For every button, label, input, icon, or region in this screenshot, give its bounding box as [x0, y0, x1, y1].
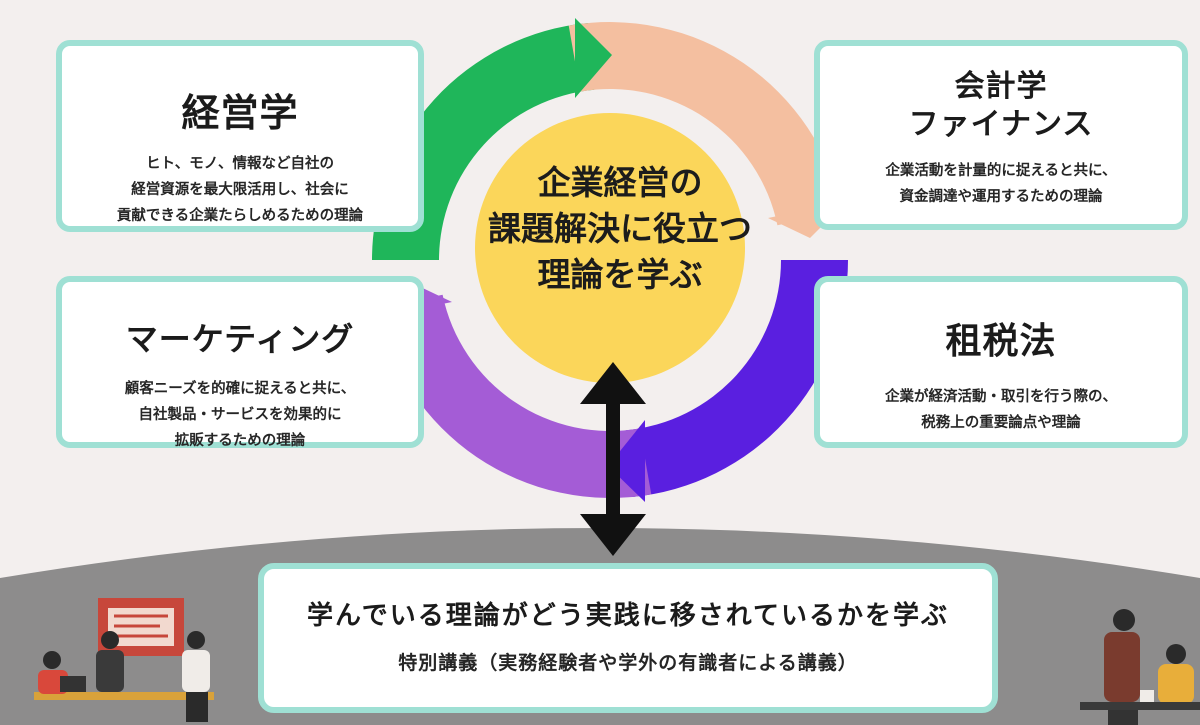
card-title: マーケティング [125, 320, 355, 358]
bottom-title: 学んでいる理論がどう実践に移されているかを学ぶ [307, 601, 949, 631]
ring-segment-violet [625, 260, 848, 497]
card-desc-line: 経営資源を最大限活用し、社会に [131, 182, 349, 198]
card-desc-line: 拡販するための理論 [174, 433, 306, 449]
card-desc-line: 企業活動を計量的に捉えると共に、 [885, 163, 1117, 179]
people-illustration-right [1080, 609, 1200, 725]
card-description: 顧客ニーズを的確に捉えると共に、 自社製品・サービスを効果的に 拡販するための理… [62, 376, 418, 454]
card-accounting-finance: 会計学 ファイナンス 企業活動を計量的に捉えると共に、 資金調達や運用するための… [814, 40, 1188, 230]
ring-arrowhead-green [575, 18, 612, 98]
double-arrow-icon [580, 362, 646, 556]
card-desc-line: 企業が経済活動・取引を行う際の、 [885, 389, 1117, 405]
center-circle [475, 113, 745, 383]
card-desc-line: ヒト、モノ、情報など自社の [146, 156, 334, 172]
card-desc-line: 自社製品・サービスを効果的に [138, 407, 342, 423]
card-description: 企業活動を計量的に捉えると共に、 資金調達や運用するための理論 [820, 158, 1182, 210]
card-marketing: マーケティング 顧客ニーズを的確に捉えると共に、 自社製品・サービスを効果的に … [56, 276, 424, 449]
ring-segment-peach [568, 22, 843, 226]
card-title: 経営学 [181, 91, 299, 135]
card-desc-line: 顧客ニーズを的確に捉えると共に、 [124, 381, 356, 397]
card-desc-line: 税務上の重要論点や理論 [921, 415, 1081, 431]
card-tax-law: 租税法 企業が経済活動・取引を行う際の、 税務上の重要論点や理論 [814, 276, 1188, 448]
card-description: 企業が経済活動・取引を行う際の、 税務上の重要論点や理論 [820, 384, 1182, 436]
center-line: 理論を学ぶ [537, 255, 703, 294]
people-illustration-left [34, 598, 214, 722]
center-line: 企業経営の [537, 163, 703, 202]
card-management: 経営学 ヒト、モノ、情報など自社の 経営資源を最大限活用し、社会に 貢献できる企… [56, 40, 424, 232]
card-special-lecture: 学んでいる理論がどう実践に移されているかを学ぶ 特別講義（実務経験者や学外の有識… [258, 563, 998, 713]
card-desc-line: 資金調達や運用するための理論 [899, 189, 1103, 205]
center-message: 企業経営の 課題解決に役立つ 理論を学ぶ [472, 160, 768, 298]
card-description: ヒト、モノ、情報など自社の 経営資源を最大限活用し、社会に 貢献できる企業たらし… [62, 151, 418, 229]
card-title: 租税法 [945, 321, 1057, 362]
card-title-line: ファイナンス [908, 107, 1094, 142]
card-desc-line: 貢献できる企業たらしめるための理論 [116, 208, 364, 224]
card-title: 会計学 ファイナンス [820, 68, 1182, 144]
bottom-subtitle: 特別講義（実務経験者や学外の有識者による講義） [398, 652, 858, 674]
ring-segment-green [372, 23, 595, 260]
card-title-line: 会計学 [954, 69, 1048, 104]
ring-arrowhead-violet [608, 420, 645, 502]
center-line: 課題解決に役立つ [488, 209, 752, 248]
ring-segment-purple [377, 294, 652, 498]
